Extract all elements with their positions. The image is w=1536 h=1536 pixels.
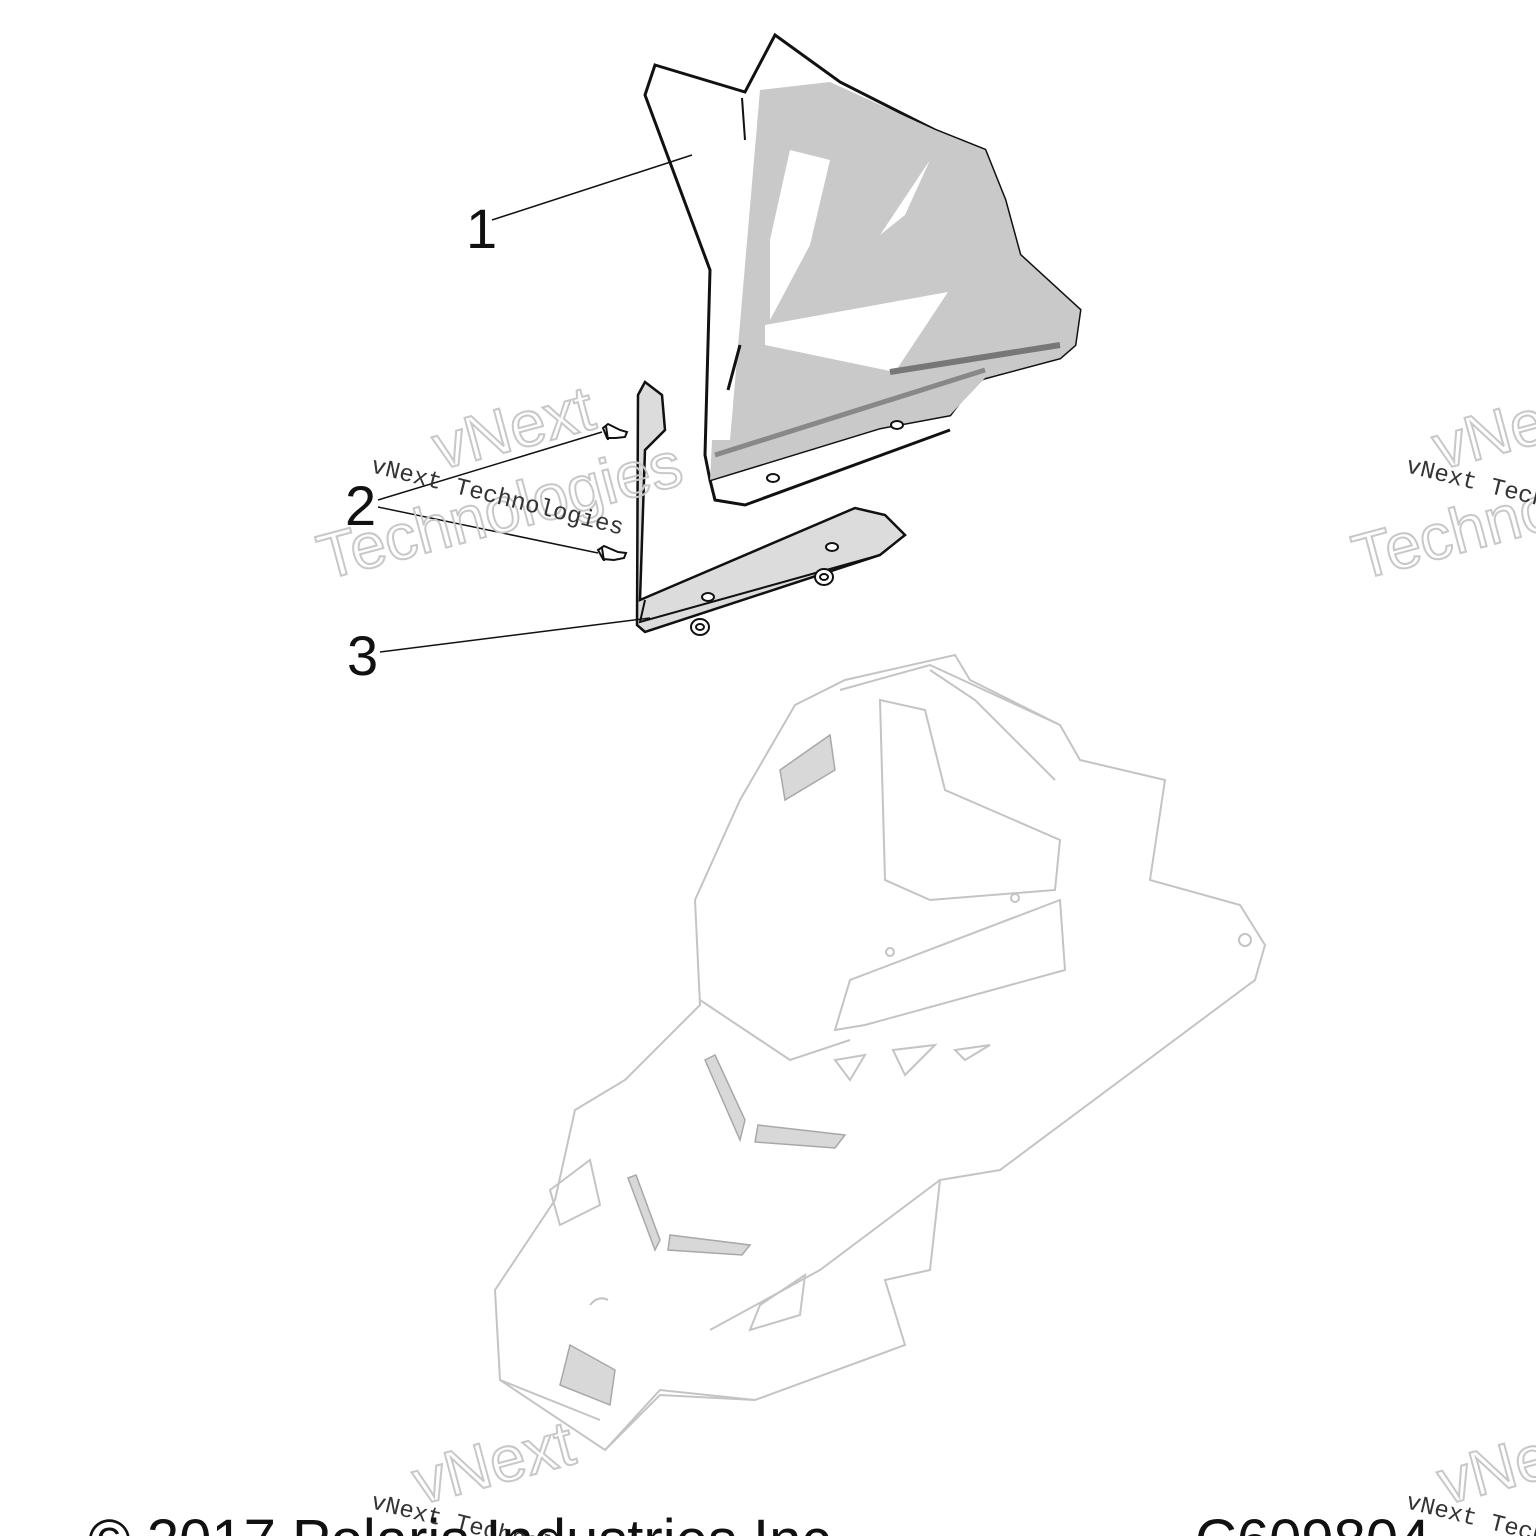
leader-lines — [377, 154, 693, 653]
copyright-text: © 2017 Polaris Industries Inc. — [88, 1508, 846, 1536]
bracket-nut-left — [690, 618, 710, 636]
bracket-nut-right — [814, 568, 834, 586]
callout-2: 2 — [345, 474, 376, 537]
callout-1: 1 — [466, 197, 497, 260]
push-rivet-upper — [601, 422, 629, 441]
hood-panel-outline — [493, 653, 1267, 1452]
figure-id: C609804 — [1195, 1508, 1430, 1536]
push-rivet-lower — [596, 544, 628, 562]
svg-text:vNext: vNext — [405, 1407, 582, 1519]
watermark-right: vNext Technologies vNext Technologies — [1344, 371, 1536, 595]
windshield — [643, 32, 1082, 507]
callout-3: 3 — [347, 624, 378, 687]
hood-vent-grilles — [559, 733, 847, 1407]
windshield-bracket — [635, 380, 907, 634]
